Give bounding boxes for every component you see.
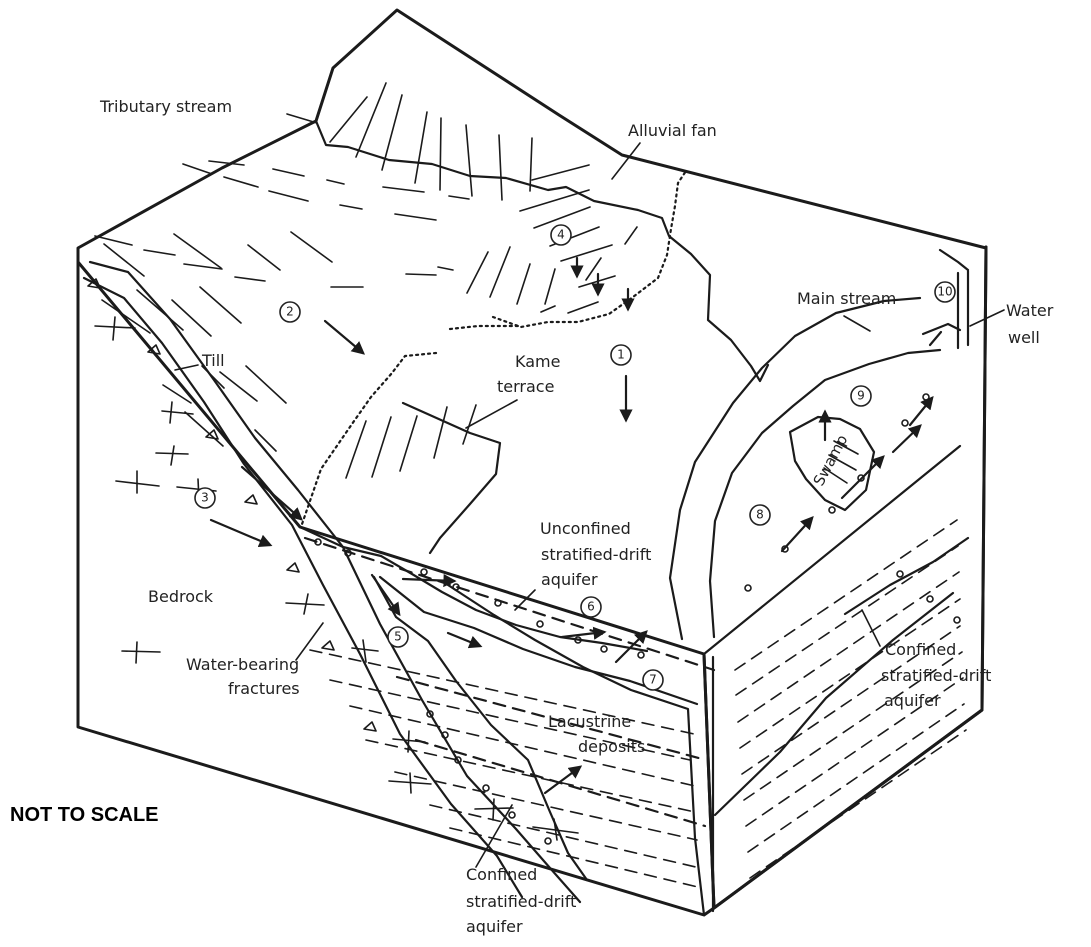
label-tributary-stream: Tributary stream — [99, 97, 232, 116]
diagram-labels: Tributary stream Alluvial fan Main strea… — [99, 97, 1054, 936]
label-bedrock: Bedrock — [148, 587, 214, 606]
label-till: Till — [201, 351, 225, 370]
label-alluvial-fan: Alluvial fan — [628, 121, 717, 140]
label-water-well-line-1: Water — [1006, 301, 1054, 320]
label-water-well-line-2: well — [1008, 328, 1040, 347]
marker-6: 6 — [581, 597, 601, 617]
marker-8: 8 — [750, 505, 770, 525]
marker-1: 1 — [611, 345, 631, 365]
label-confined-right-line-3: aquifer — [884, 691, 941, 710]
svg-text:7: 7 — [649, 673, 657, 687]
marker-4: 4 — [551, 225, 571, 245]
svg-text:10: 10 — [937, 285, 952, 299]
label-unconfined-line-2: stratified-drift — [541, 545, 651, 564]
marker-5: 5 — [388, 627, 408, 647]
marker-10: 10 — [935, 282, 955, 302]
label-lacustrine-line-2: deposits — [578, 737, 645, 756]
label-confined-right-line-1: Confined — [885, 640, 956, 659]
marker-7: 7 — [643, 670, 663, 690]
label-confined-bottom-line-3: aquifer — [466, 917, 523, 936]
label-swamp: Swamp — [810, 432, 852, 489]
marker-2: 2 — [280, 302, 300, 322]
label-kame-line-2: terrace — [497, 377, 554, 396]
svg-text:6: 6 — [587, 600, 595, 614]
svg-text:3: 3 — [201, 491, 209, 505]
terrain-hatching — [95, 83, 637, 478]
label-confined-right-line-2: stratified-drift — [881, 666, 991, 685]
label-confined-bottom-line-1: Confined — [466, 865, 537, 884]
label-unconfined-line-1: Unconfined — [540, 519, 631, 538]
label-confined-bottom-line-2: stratified-drift — [466, 892, 576, 911]
svg-text:1: 1 — [617, 348, 625, 362]
svg-text:5: 5 — [394, 630, 402, 644]
svg-text:9: 9 — [857, 389, 865, 403]
label-water-bearing-line-2: fractures — [228, 679, 300, 698]
label-unconfined-line-3: aquifer — [541, 570, 598, 589]
label-main-stream: Main stream — [797, 289, 896, 308]
marker-9: 9 — [851, 386, 871, 406]
marker-3: 3 — [195, 488, 215, 508]
label-water-bearing-line-1: Water-bearing — [186, 655, 299, 674]
label-lacustrine-line-1: Lacustrine — [548, 712, 631, 731]
svg-text:2: 2 — [286, 305, 294, 319]
label-kame-line-1: Kame — [515, 352, 560, 371]
scale-note: NOT TO SCALE — [10, 804, 159, 827]
svg-text:8: 8 — [756, 508, 764, 522]
svg-text:4: 4 — [557, 228, 565, 242]
